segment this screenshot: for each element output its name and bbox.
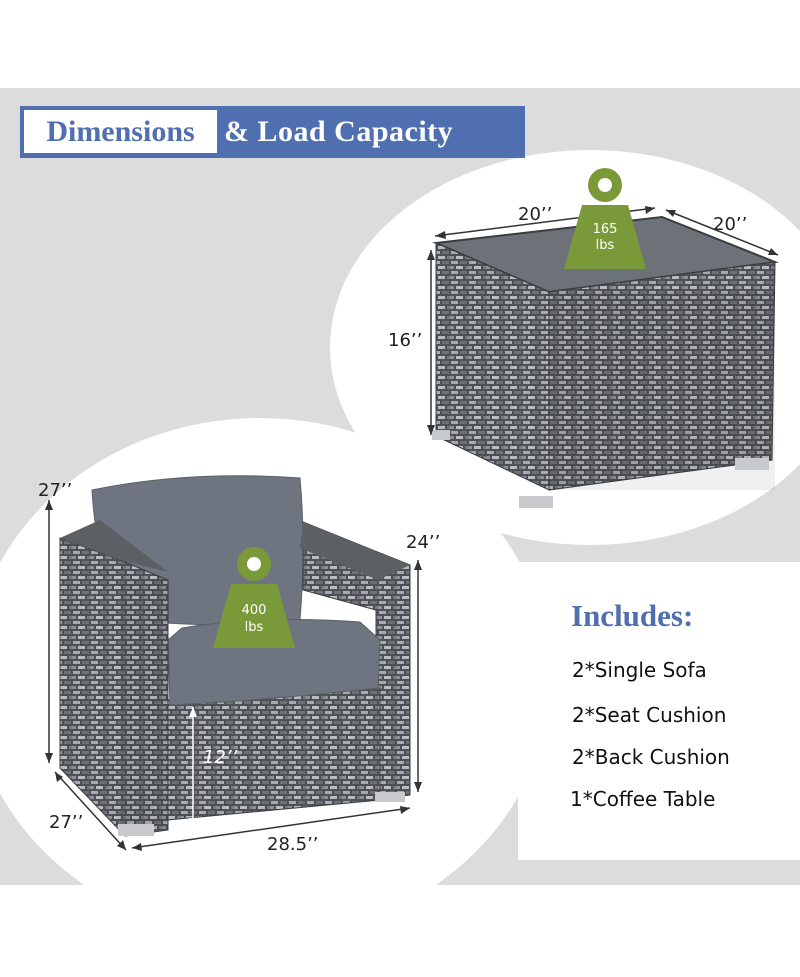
table-load-value: 165 bbox=[592, 222, 618, 237]
sofa-depth-label: 27’’ bbox=[49, 812, 84, 833]
includes-panel bbox=[518, 562, 800, 860]
table-load-unit: lbs bbox=[595, 238, 615, 253]
title-load-capacity: & Load Capacity bbox=[224, 115, 454, 148]
sofa-load-unit: lbs bbox=[244, 620, 264, 635]
include-item-single-sofa: 2*Single Sofa bbox=[572, 658, 707, 682]
sofa-arm-height-label: 24’’ bbox=[406, 532, 441, 553]
title-dimensions: Dimensions bbox=[46, 115, 195, 148]
table-height-label: 16’’ bbox=[388, 330, 423, 351]
title-highlight-box bbox=[24, 110, 217, 153]
seat-height-label: 12’’ bbox=[203, 747, 238, 768]
include-item-coffee-table: 1*Coffee Table bbox=[570, 787, 716, 811]
sofa-width-label: 28.5’’ bbox=[267, 834, 319, 855]
include-item-back-cushion: 2*Back Cushion bbox=[572, 745, 730, 769]
include-item-seat-cushion: 2*Seat Cushion bbox=[572, 703, 727, 727]
sofa-weight-icon bbox=[213, 547, 295, 648]
sofa-back-height-label: 27’’ bbox=[38, 480, 73, 501]
table-weight-icon bbox=[564, 168, 646, 269]
table-width-label: 20’’ bbox=[518, 204, 553, 225]
table-depth-label: 20’’ bbox=[713, 214, 748, 235]
includes-title: Includes: bbox=[571, 598, 694, 633]
sofa-load-value: 400 bbox=[241, 603, 267, 618]
